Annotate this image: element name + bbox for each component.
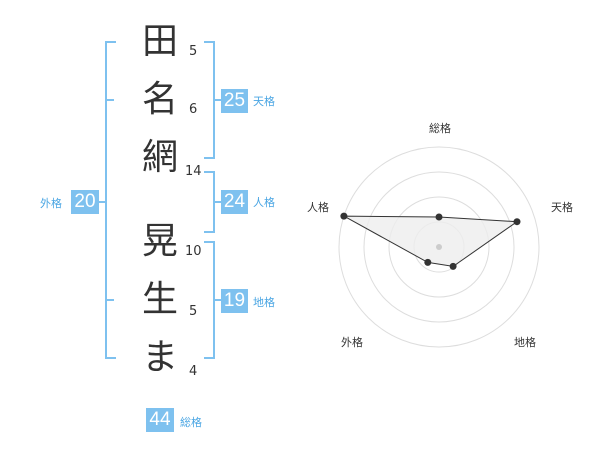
stroke-count-6: 4 [189, 364, 198, 379]
radar-ring-4 [338, 146, 540, 348]
chikaku-value: 19 [221, 289, 248, 313]
radar-axis-label-3: 地格 [514, 336, 536, 349]
gaikaku-value: 20 [71, 190, 99, 214]
stroke-count-2: 6 [189, 102, 198, 117]
name-char-2: 名 [141, 79, 178, 120]
radar-point-1 [435, 213, 443, 221]
stroke-count-3: 14 [185, 164, 202, 179]
radar-point-3 [449, 262, 457, 270]
stroke-count-1: 5 [189, 44, 198, 59]
stroke-count-5: 5 [189, 304, 198, 319]
radar-point-4 [424, 258, 432, 266]
soukaku-label: 総格 [180, 416, 202, 429]
radar-point-2 [513, 218, 521, 226]
radar-polygon [343, 215, 519, 267]
radar-ring-3 [363, 171, 515, 323]
radar-axis-label-2: 天格 [551, 201, 573, 214]
gaikaku-label: 外格 [40, 197, 62, 210]
name-char-3: 網 [141, 137, 178, 178]
tenkaku-value: 25 [221, 89, 248, 113]
gaikaku-bracket [105, 41, 116, 359]
jinkaku-label: 人格 [253, 196, 275, 209]
soukaku-value: 44 [146, 408, 174, 432]
name-char-6: ま [141, 337, 178, 378]
radar-axis-label-4: 外格 [341, 336, 363, 349]
radar-point-5 [340, 212, 348, 220]
stroke-count-4: 10 [185, 244, 202, 259]
chikaku-label: 地格 [253, 296, 275, 309]
radar-axis-label-1: 総格 [429, 122, 451, 135]
radar-center-dot [436, 244, 442, 250]
radar-ring-2 [388, 196, 490, 298]
tenkaku-label: 天格 [253, 95, 275, 108]
name-char-4: 晃 [141, 221, 178, 262]
name-char-5: 生 [141, 279, 178, 320]
jinkaku-value: 24 [221, 190, 248, 214]
name-char-1: 田 [141, 21, 178, 62]
radar-axis-label-5: 人格 [307, 201, 329, 214]
